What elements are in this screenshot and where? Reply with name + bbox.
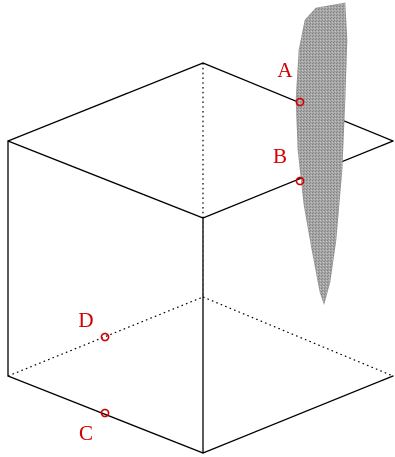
edge-bottom-front-right [202,375,394,454]
knife-blade [295,2,348,306]
edge-bottom-front-left [7,375,204,454]
edge-top-front-right [202,140,394,219]
point-d-marker [100,332,110,342]
points-layer: A B C D [78,58,305,445]
point-a-label: A [277,58,293,82]
point-a-marker [295,97,305,107]
edge-top-back-left [7,62,204,142]
hidden-edge-back-right [202,296,394,377]
edge-top-front-left [7,140,204,219]
point-b-label: B [273,144,287,168]
hidden-edge-back-left [7,296,204,377]
point-b-marker [295,176,305,186]
point-c-label: C [79,421,93,445]
point-c-marker [100,408,110,418]
point-d-label: D [78,308,93,332]
